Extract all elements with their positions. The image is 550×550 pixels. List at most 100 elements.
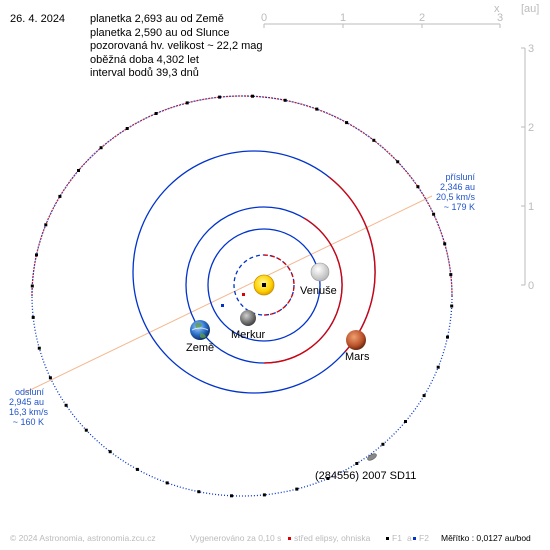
unit-label: [au] — [521, 3, 540, 15]
orbit-position-mark — [64, 403, 68, 407]
observation-date: 26. 4. 2024 — [10, 13, 66, 25]
perihelion-speed: 20,5 km/s — [436, 192, 476, 202]
orbit-position-mark — [404, 420, 407, 423]
orbit-position-mark — [48, 376, 52, 380]
aphelion-title: odsluní — [15, 387, 45, 397]
footer-f2: F2 — [419, 533, 429, 543]
orbit-position-mark — [30, 284, 34, 288]
center-legend-marker — [288, 537, 291, 540]
orbit-position-mark — [197, 490, 201, 494]
info-line-interval: interval bodů 39,3 dnů — [90, 67, 199, 79]
orbit-position-mark — [295, 487, 299, 491]
info-line-sun-distance: planetka 2,590 au od Slunce — [90, 26, 230, 39]
close-icon[interactable]: x — [494, 3, 500, 15]
orbit-position-mark — [230, 494, 233, 498]
footer-a: a — [407, 533, 412, 543]
side-tick-2: 2 — [528, 122, 534, 134]
orbit-position-mark — [99, 146, 103, 150]
info-line-earth-distance: planetka 2,693 au od Země — [90, 13, 224, 25]
orbit-position-mark — [326, 477, 330, 480]
aphelion-dist: 2,945 au — [9, 397, 44, 407]
mercury-label: Merkur — [231, 329, 266, 341]
side-tick-3: 3 — [528, 43, 534, 55]
venus-label: Venuše — [300, 285, 337, 297]
orbit-position-mark — [185, 101, 189, 105]
mars-icon — [346, 330, 366, 350]
orbit-position-mark — [449, 273, 453, 277]
footer-generated: Vygenerováno za 0,10 s — [190, 533, 282, 543]
footer-copyright: © 2024 Astronomia, astronomia.zcu.cz — [10, 533, 156, 543]
orbit-position-mark — [154, 112, 158, 115]
orbit-position-mark — [58, 194, 62, 198]
aphelion-annotation: odsluní 2,945 au 16,3 km/s ~ 160 K — [9, 387, 49, 427]
f2-legend-marker — [413, 537, 416, 540]
orbit-position-mark — [135, 467, 139, 471]
earth-label: Země — [186, 342, 214, 354]
apsidal-line — [23, 195, 433, 394]
footer-f1: F1 — [392, 533, 402, 543]
orbit-position-mark — [218, 95, 222, 99]
aphelion-speed: 16,3 km/s — [9, 407, 49, 417]
orbit-position-mark — [77, 169, 80, 172]
perihelion-temp: ~ 179 K — [444, 202, 475, 212]
mercury-icon — [240, 310, 256, 326]
earth-icon — [190, 320, 210, 340]
orbit-position-mark — [165, 481, 169, 485]
side-scale: 3 2 1 0 — [521, 43, 534, 292]
mars-orbit-far — [132, 150, 376, 394]
ellipse-center-marker — [242, 293, 245, 296]
asteroid-label: (284556) 2007 SD11 — [315, 470, 416, 482]
orbit-position-mark — [416, 185, 420, 189]
perihelion-annotation: přísluní 2,346 au 20,5 km/s ~ 179 K — [436, 172, 476, 212]
side-tick-1: 1 — [528, 201, 534, 213]
asteroid-orbit-far — [31, 95, 453, 497]
footer-scale: Měřítko : 0,0127 au/bod — [441, 533, 531, 543]
orbit-position-mark — [446, 335, 449, 339]
footer-center-legend: střed elipsy, ohniska — [294, 533, 371, 543]
top-tick-2: 2 — [419, 12, 425, 24]
orbit-position-mark — [283, 98, 287, 102]
info-line-period: oběžná doba 4,302 let — [90, 53, 199, 66]
f1-legend-marker — [386, 537, 389, 540]
mars-label: Mars — [345, 351, 370, 363]
top-tick-3: 3 — [497, 12, 503, 24]
mars-orbit-near — [328, 176, 376, 353]
asteroid-position-marks — [30, 94, 454, 498]
aphelion-temp: ~ 160 K — [13, 417, 44, 427]
top-tick-1: 1 — [340, 12, 346, 24]
orbit-position-mark — [315, 107, 319, 111]
orbit-position-mark — [31, 315, 35, 319]
asteroid-icon — [367, 453, 377, 461]
orbit-position-mark — [381, 442, 385, 446]
orbit-position-mark — [125, 127, 129, 130]
perihelion-dist: 2,346 au — [440, 182, 475, 192]
orbit-position-mark — [436, 365, 440, 369]
orbit-position-mark — [35, 253, 38, 257]
orbit-position-mark — [108, 450, 112, 454]
perihelion-title: přísluní — [445, 172, 475, 182]
orbit-position-mark — [44, 223, 48, 227]
orbit-position-mark — [396, 160, 400, 164]
sun-icon — [253, 274, 275, 296]
orbit-position-mark — [422, 394, 426, 398]
orbit-position-mark — [251, 94, 254, 98]
info-panel: planetka 2,693 au od Země planetka 2,590… — [90, 13, 263, 81]
top-tick-0: 0 — [261, 12, 267, 24]
top-scale: 0 1 2 3 — [261, 12, 503, 28]
side-tick-0: 0 — [528, 280, 534, 292]
info-line-magnitude: pozorovaná hv. velikost ~ 22,2 mag — [90, 40, 263, 52]
orbit-position-mark — [432, 212, 436, 216]
orbit-position-mark — [262, 493, 266, 497]
focus-f2-marker — [221, 304, 224, 307]
venus-orbit — [207, 228, 321, 342]
earth-orbit-near — [263, 217, 343, 364]
orbit-position-mark — [372, 138, 376, 142]
asteroid-orbit-near — [31, 95, 453, 297]
orbit-position-mark — [37, 346, 41, 350]
orbit-position-mark — [345, 121, 349, 125]
orbit-position-mark — [450, 304, 454, 308]
orbit-position-mark — [84, 428, 88, 432]
orbit-position-mark — [355, 462, 359, 465]
